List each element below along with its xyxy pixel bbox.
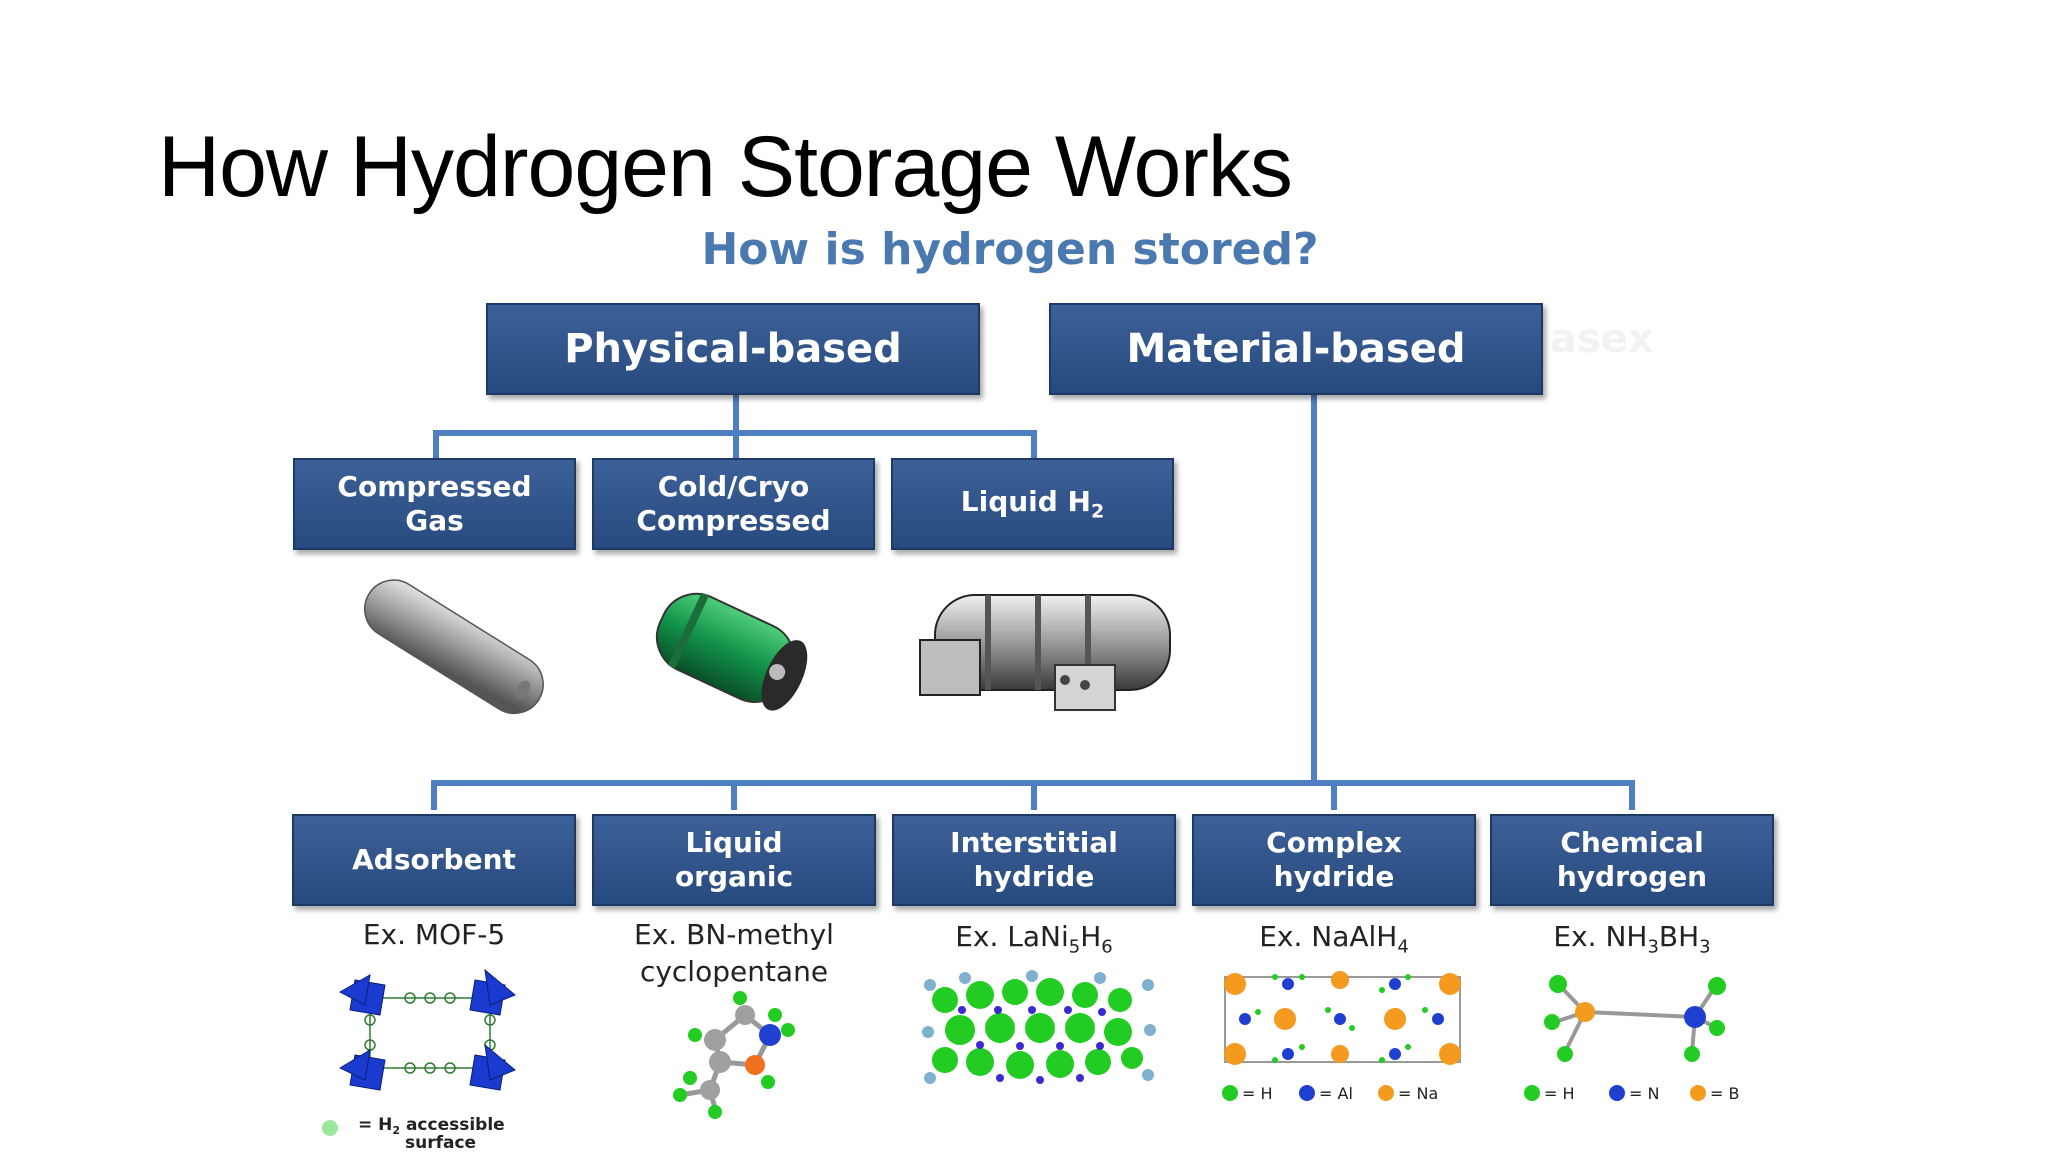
connector-material-drop-3: [1031, 780, 1037, 810]
complex-hydride-label: Complex hydride: [1266, 825, 1402, 893]
compressed-gas-box: Compressed Gas: [293, 458, 576, 550]
liquid-h2-text: Liquid H: [960, 484, 1091, 518]
naalh4-legend-h: = H: [1242, 1084, 1273, 1103]
diagram-title: How is hydrogen stored?: [701, 224, 1319, 275]
liquid-h2-label: Liquid H2: [961, 485, 1104, 524]
compressed-gas-tank-icon: [363, 579, 544, 715]
chemical-hydrogen-box: Chemical hydrogen: [1490, 814, 1774, 906]
liquid-h2-box: Liquid H2: [891, 458, 1174, 550]
connector-physical-drop-3: [1031, 430, 1037, 460]
faded-background-text: asex: [1550, 316, 1654, 362]
liquid-organic-example-line2: cyclopentane: [639, 955, 829, 988]
chemical-hydrogen-label: Chemical hydrogen: [1556, 825, 1708, 893]
liquid-organic-example: Ex. BN-methyl cyclopentane: [592, 918, 876, 988]
slide-title: How Hydrogen Storage Works: [158, 119, 1293, 215]
material-based-label: Material-based: [1126, 325, 1466, 372]
liquid-h2-tank-icon: [919, 594, 1171, 711]
connector-material-drop-5: [1629, 780, 1635, 810]
liquid-organic-example-line1: Ex. BN-methyl: [634, 918, 834, 951]
liquid-organic-box: Liquid organic: [592, 814, 876, 906]
connector-material-down: [1311, 394, 1317, 784]
liquid-h2-subscript: 2: [1091, 500, 1105, 523]
cryo-compressed-label: Cold/Cryo Compressed: [636, 469, 831, 537]
nh3bh3-legend-h: = H: [1544, 1084, 1575, 1103]
adsorbent-label: Adsorbent: [352, 842, 516, 876]
mof-legend-line2: surface: [405, 1133, 476, 1152]
nh3bh3-legend-b: = B: [1710, 1084, 1739, 1103]
chemical-hydrogen-example: Ex. NH3BH3: [1553, 920, 1711, 958]
connector-material-drop-2: [731, 780, 737, 810]
liquid-organic-label: Liquid organic: [674, 825, 794, 893]
interstitial-hydride-label: Interstitial hydride: [950, 825, 1118, 893]
complex-hydride-box: Complex hydride: [1192, 814, 1476, 906]
connector-physical-down: [733, 394, 739, 434]
material-based-box: Material-based: [1049, 303, 1543, 395]
compressed-gas-label: Compressed Gas: [337, 469, 532, 537]
adsorbent-example: Ex. MOF-5: [362, 918, 506, 951]
adsorbent-box: Adsorbent: [292, 814, 576, 906]
nh3bh3-legend-n: = N: [1629, 1084, 1659, 1103]
physical-based-box: Physical-based: [486, 303, 980, 395]
naalh4-legend-al: = Al: [1319, 1084, 1353, 1103]
complex-hydride-example: Ex. NaAlH4: [1259, 920, 1409, 958]
nh3bh3-molecule-image: = H = N = B: [1524, 975, 1739, 1103]
mof-legend-line1: = H2 accessible: [358, 1115, 505, 1137]
bn-methyl-cyclopentane-molecule-image: [673, 991, 795, 1119]
connector-physical-drop-2: [733, 430, 739, 460]
naalh4-legend-na: = Na: [1398, 1084, 1438, 1103]
physical-based-label: Physical-based: [564, 325, 902, 372]
lani5h6-lattice-image: [922, 970, 1156, 1084]
interstitial-hydride-box: Interstitial hydride: [892, 814, 1176, 906]
cryo-compressed-box: Cold/Cryo Compressed: [592, 458, 875, 550]
cryo-tank-icon: [655, 592, 808, 711]
mof-5-structure-image: = H2 accessible surface: [322, 968, 516, 1152]
connector-material-drop-4: [1331, 780, 1337, 810]
interstitial-hydride-example: Ex. LaNi5H6: [955, 920, 1113, 958]
naalh4-structure-image: = H = Al = Na: [1222, 971, 1461, 1103]
connector-physical-drop-1: [433, 430, 439, 460]
connector-material-drop-1: [431, 780, 437, 810]
